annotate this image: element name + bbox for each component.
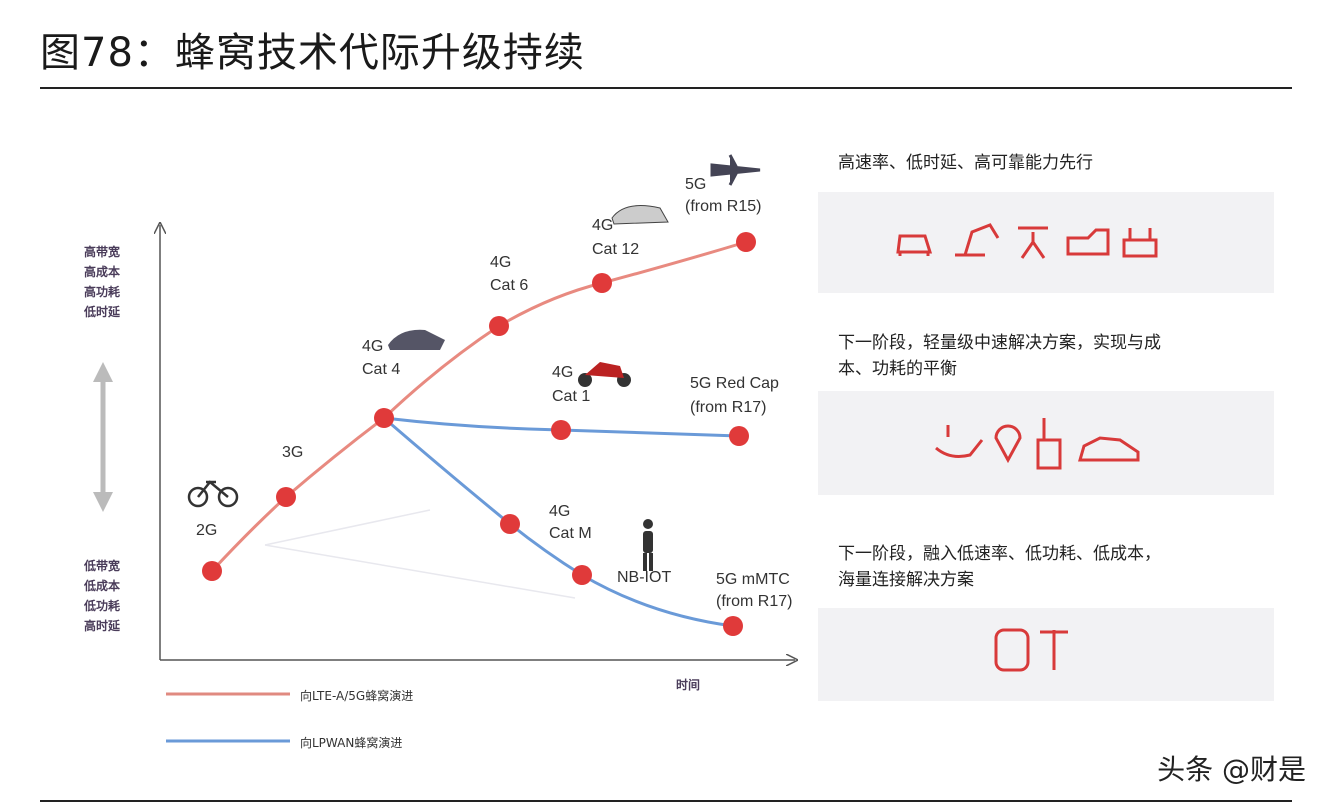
label-cat12: Cat 12 <box>592 241 639 258</box>
robot-arm-icon <box>955 223 1000 257</box>
label-cat6: Cat 6 <box>490 277 528 294</box>
node-catm <box>500 514 520 534</box>
y-label: 低功耗 <box>83 598 120 613</box>
x-axis-label: 时间 <box>676 677 700 692</box>
plane-icon <box>710 154 761 186</box>
label-cat6: 4G <box>490 254 511 271</box>
train-icon <box>611 205 669 225</box>
label-cat4: 4G <box>362 338 383 355</box>
walkie-talkie-icon <box>1036 418 1062 470</box>
label-mmtc: (from R17) <box>716 593 792 610</box>
panel-high-speed <box>818 192 1274 293</box>
lte-5g-curve <box>210 240 747 573</box>
node-cat4 <box>374 408 394 428</box>
y-label: 低带宽 <box>83 558 120 573</box>
label-cat4: Cat 4 <box>362 361 400 378</box>
label-catm: 4G <box>549 503 570 520</box>
fire-truck-icon <box>1066 228 1110 256</box>
legend-label: 向LPWAN蜂窝演进 <box>300 735 402 750</box>
y-label: 低时延 <box>83 304 121 319</box>
node-nbiot <box>572 565 592 585</box>
label-nbiot: NB-IOT <box>617 569 671 586</box>
page-title: 图78：蜂窝技术代际升级持续 <box>40 30 585 76</box>
panel-caption: 本、功耗的平衡 <box>838 359 957 379</box>
node-mmtc <box>723 616 743 636</box>
title-divider <box>40 87 1292 89</box>
node-5g <box>736 232 756 252</box>
y-label: 高带宽 <box>84 244 120 259</box>
watermark: 头条 @财是 <box>1157 753 1306 786</box>
bottom-divider <box>40 800 1292 802</box>
street-lamp-icon <box>1040 630 1068 670</box>
double-arrow-icon <box>93 362 113 512</box>
car-icon <box>1078 436 1140 462</box>
label-mmtc: 5G mMTC <box>716 571 790 588</box>
motorcycle-icon <box>578 362 631 387</box>
label-5g: (from R15) <box>685 198 761 215</box>
drone-icon <box>1018 226 1048 259</box>
node-cat6 <box>489 316 509 336</box>
location-pin-icon <box>994 424 1022 464</box>
panel-mid-speed <box>818 391 1274 495</box>
bicycle-icon <box>187 480 239 508</box>
node-cat12 <box>592 273 612 293</box>
y-bottom-labels: 低带宽 低成本 低功耗 高时延 <box>83 558 121 633</box>
y-label: 高成本 <box>84 264 120 279</box>
node-cat1 <box>551 420 571 440</box>
panel-caption: 高速率、低时延、高可靠能力先行 <box>838 153 1093 173</box>
label-cat1: Cat 1 <box>552 388 590 405</box>
router-icon <box>1122 228 1158 258</box>
label-3g: 3G <box>282 444 303 461</box>
label-catm: Cat M <box>549 525 592 542</box>
car-icon <box>388 329 445 350</box>
lpwan-curve <box>383 416 734 628</box>
legend-label: 向LTE-A/5G蜂窝演进 <box>300 688 413 703</box>
y-label: 高功耗 <box>84 284 120 299</box>
node-3g <box>276 487 296 507</box>
label-redcap: 5G Red Cap <box>690 375 779 392</box>
person-icon <box>643 519 653 571</box>
label-redcap: (from R17) <box>690 399 766 416</box>
payment-hand-icon <box>935 425 984 458</box>
y-label: 低成本 <box>83 578 120 593</box>
car-icon <box>896 234 933 256</box>
y-top-labels: 高带宽 高成本 高功耗 低时延 <box>83 244 121 319</box>
faint-arrow <box>264 544 576 599</box>
node-2g <box>202 561 222 581</box>
node-redcap <box>729 426 749 446</box>
label-2g: 2G <box>196 522 217 539</box>
label-5g: 5G <box>685 176 706 193</box>
y-label: 高时延 <box>84 618 121 633</box>
faint-arrow <box>264 509 431 546</box>
label-cat12: 4G <box>592 217 613 234</box>
label-cat1: 4G <box>552 364 573 381</box>
panel-caption: 下一阶段，轻量级中速解决方案，实现与成 <box>838 333 1161 353</box>
panel-low-speed <box>818 608 1274 701</box>
panel-caption: 下一阶段，融入低速率、低功耗、低成本， <box>838 544 1161 564</box>
meter-icon <box>994 628 1030 672</box>
panel-caption: 海量连接解决方案 <box>838 570 974 590</box>
